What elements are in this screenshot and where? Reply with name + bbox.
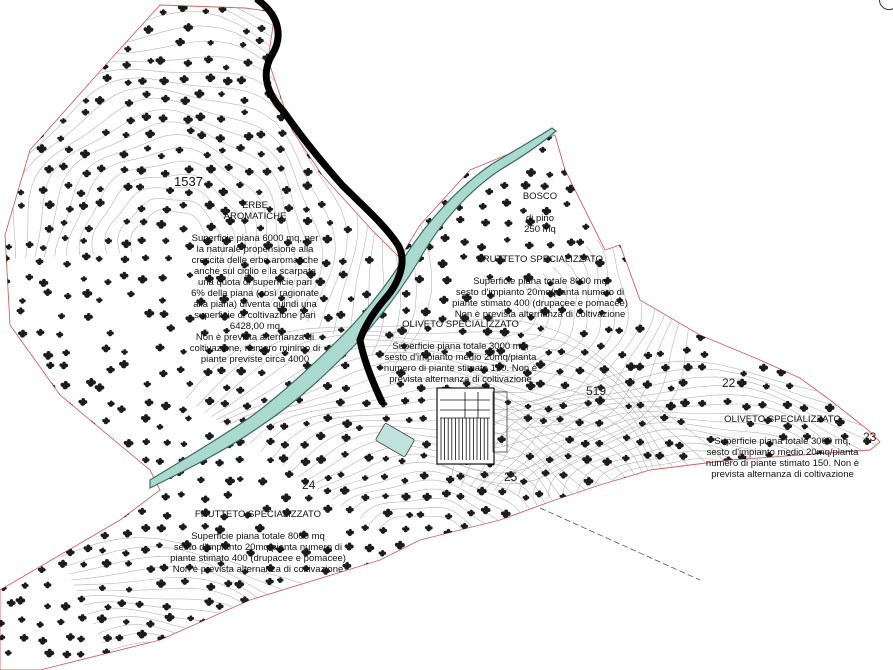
zone-label-bosco: BOSCO di pino 250 mq <box>505 180 575 246</box>
zone-label-erbe: 1537 ERBE AROMATICHE Superficie piana 60… <box>170 174 340 376</box>
zone-title: ERBE AROMATICHE <box>223 200 287 222</box>
pool-icon <box>375 423 415 457</box>
parcel-number-519: 519 <box>586 384 607 398</box>
parcel-number-24: 24 <box>302 478 316 492</box>
zone-label-oliveto-est: OLIVETO SPECIALIZZATO Superficie piana t… <box>695 403 870 491</box>
zone-description: Superficie piana totale 8000 mq sesto d'… <box>170 531 346 575</box>
parcel-number-1537: 1537 <box>174 174 203 189</box>
zone-title: BOSCO <box>522 191 558 202</box>
zone-title: FRUTTETO SPECIALIZZATO <box>194 509 322 520</box>
zone-label-frutteto-sud: FRUTTETO SPECIALIZZATO Superficie piana … <box>158 498 358 586</box>
zone-description: Superficie piana 6000 mq, per la natural… <box>189 233 321 365</box>
parcel-number-25: 25 <box>504 470 518 484</box>
corner-mark-icon <box>879 0 893 10</box>
farmhouse-compound <box>375 387 508 465</box>
zone-description: di pino 250 mq <box>524 213 556 235</box>
zone-description: Superficie piana totale 3000 mq, sesto d… <box>383 341 538 385</box>
zone-description: Superficie piana totale 8000 mq sesto d'… <box>452 276 628 320</box>
zone-label-frutteto-nord: FRUTTETO SPECIALIZZATO Superficie piana … <box>440 243 640 331</box>
zone-title: OLIVETO SPECIALIZZATO <box>724 414 841 425</box>
parcel-number-22: 22 <box>722 376 736 390</box>
road <box>254 0 406 406</box>
building-footprint-icon <box>436 387 495 465</box>
zone-description: Superficie piana totale 3000 mq, sesto d… <box>705 436 860 480</box>
zone-title: OLIVETO SPECIALIZZATO <box>402 319 519 330</box>
zone-title: FRUTTETO SPECIALIZZATO <box>476 254 604 265</box>
survey-line <box>539 507 701 581</box>
parcel-number-23: 23 <box>863 430 877 444</box>
zone-label-oliveto-centro: OLIVETO SPECIALIZZATO Superficie piana t… <box>378 308 543 396</box>
creek <box>149 127 557 489</box>
